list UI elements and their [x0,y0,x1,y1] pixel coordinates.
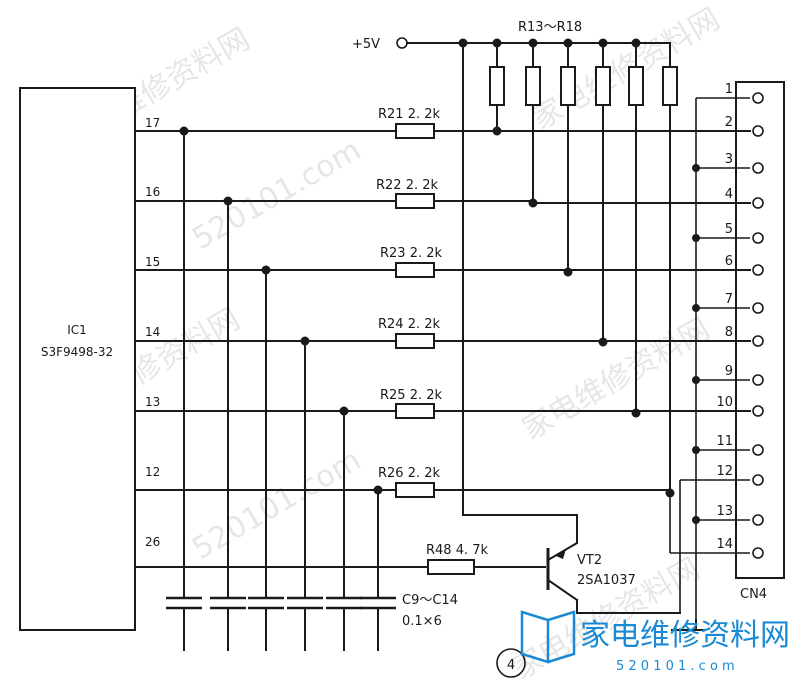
resistor-r25 [395,403,435,419]
svg-text:4: 4 [725,187,733,202]
ic-pin-13: 13 [145,395,160,409]
pullup-resistor-r18 [662,66,678,106]
svg-text:家电维修资料网: 家电维修资料网 [517,312,716,447]
ic-pin-26: 26 [145,535,160,549]
pullup-resistor-r17 [628,66,644,106]
ic-pin-17: 17 [145,116,160,130]
resistor-r24 [395,333,435,349]
brand-url: 5 2 0 1 0 1 . c o m [616,659,735,674]
ic1-name: IC1 [67,323,87,337]
svg-text:5: 5 [725,222,733,237]
ic1-body [19,87,136,631]
svg-text:8: 8 [725,325,733,340]
ic-pin-16: 16 [145,185,160,199]
supply-rail: +5V R13～R18 [352,20,678,498]
figure-number: 4 [496,648,526,678]
supply-terminal [396,37,408,49]
pullup-resistor-r14 [525,66,541,106]
cn4-return-lines [669,97,750,631]
svg-text:13: 13 [716,504,733,519]
brand-logo: 家电维修资料网 5 2 0 1 0 1 . c o m [520,610,790,674]
book-icon [520,610,576,664]
ic-pin-labels: 17 16 15 14 13 12 26 [145,116,160,549]
cn4-body [735,81,785,579]
pullup-resistor-r13 [489,66,505,106]
ic1-part-number: S3F9498-32 [41,345,113,359]
svg-text:2: 2 [725,115,733,130]
resistor-r23 [395,262,435,278]
svg-text:12: 12 [716,464,733,479]
svg-text:11: 11 [716,434,733,449]
svg-text:520101.com: 520101.com [187,443,367,567]
cn4-label: CN4 [740,587,767,602]
svg-text:3: 3 [725,152,733,167]
pullup-resistor-r15 [560,66,576,106]
resistor-r22 [395,193,435,209]
resistor-r21-label: R21 2. 2k [378,107,441,122]
transistor-arrow-icon [556,549,566,559]
resistor-r21 [395,123,435,139]
capacitor-value: 0.1×6 [402,614,442,629]
ic-pin-14: 14 [145,325,160,339]
series-resistors: R21 2. 2k R22 2. 2k R23 2. 2k R24 2. 2k … [376,107,489,575]
transistor-vt2: VT2 2SA1037 [546,541,681,614]
resistor-r48-label: R48 4. 7k [426,543,489,558]
resistor-r26 [395,482,435,498]
svg-text:14: 14 [716,537,733,552]
resistor-r25-label: R25 2. 2k [380,388,443,403]
transistor-name: VT2 [577,553,602,568]
resistor-r24-label: R24 2. 2k [378,317,441,332]
transistor-part: 2SA1037 [577,573,636,588]
brand-title: 家电维修资料网 [580,618,790,653]
connector-cn4: CN4 1 2 3 4 5 6 7 8 9 10 [716,81,785,602]
svg-text:520101.com: 520101.com [187,133,367,257]
svg-text:1: 1 [725,82,733,97]
svg-text:10: 10 [716,395,733,410]
cn4-terminals [752,92,764,559]
ic-pin-12: 12 [145,465,160,479]
capacitor-bank: C9～C14 0.1×6 [166,126,458,651]
supply-label: +5V [352,37,380,52]
resistor-r48 [427,559,475,575]
svg-text:7: 7 [725,292,733,307]
pullup-resistors-label: R13～R18 [518,20,582,35]
resistor-r26-label: R26 2. 2k [378,466,441,481]
pullup-resistor-r16 [595,66,611,106]
ic-pin-15: 15 [145,255,160,269]
resistor-r22-label: R22 2. 2k [376,178,439,193]
ic1: IC1 S3F9498-32 [19,87,136,631]
svg-text:4: 4 [507,658,515,673]
resistor-r23-label: R23 2. 2k [380,246,443,261]
svg-text:6: 6 [725,254,733,269]
svg-text:9: 9 [725,364,733,379]
cn4-pin-numbers: 1 2 3 4 5 6 7 8 9 10 11 12 13 14 [716,82,733,552]
emitter-feed [462,42,578,544]
capacitor-label: C9～C14 [402,593,458,608]
